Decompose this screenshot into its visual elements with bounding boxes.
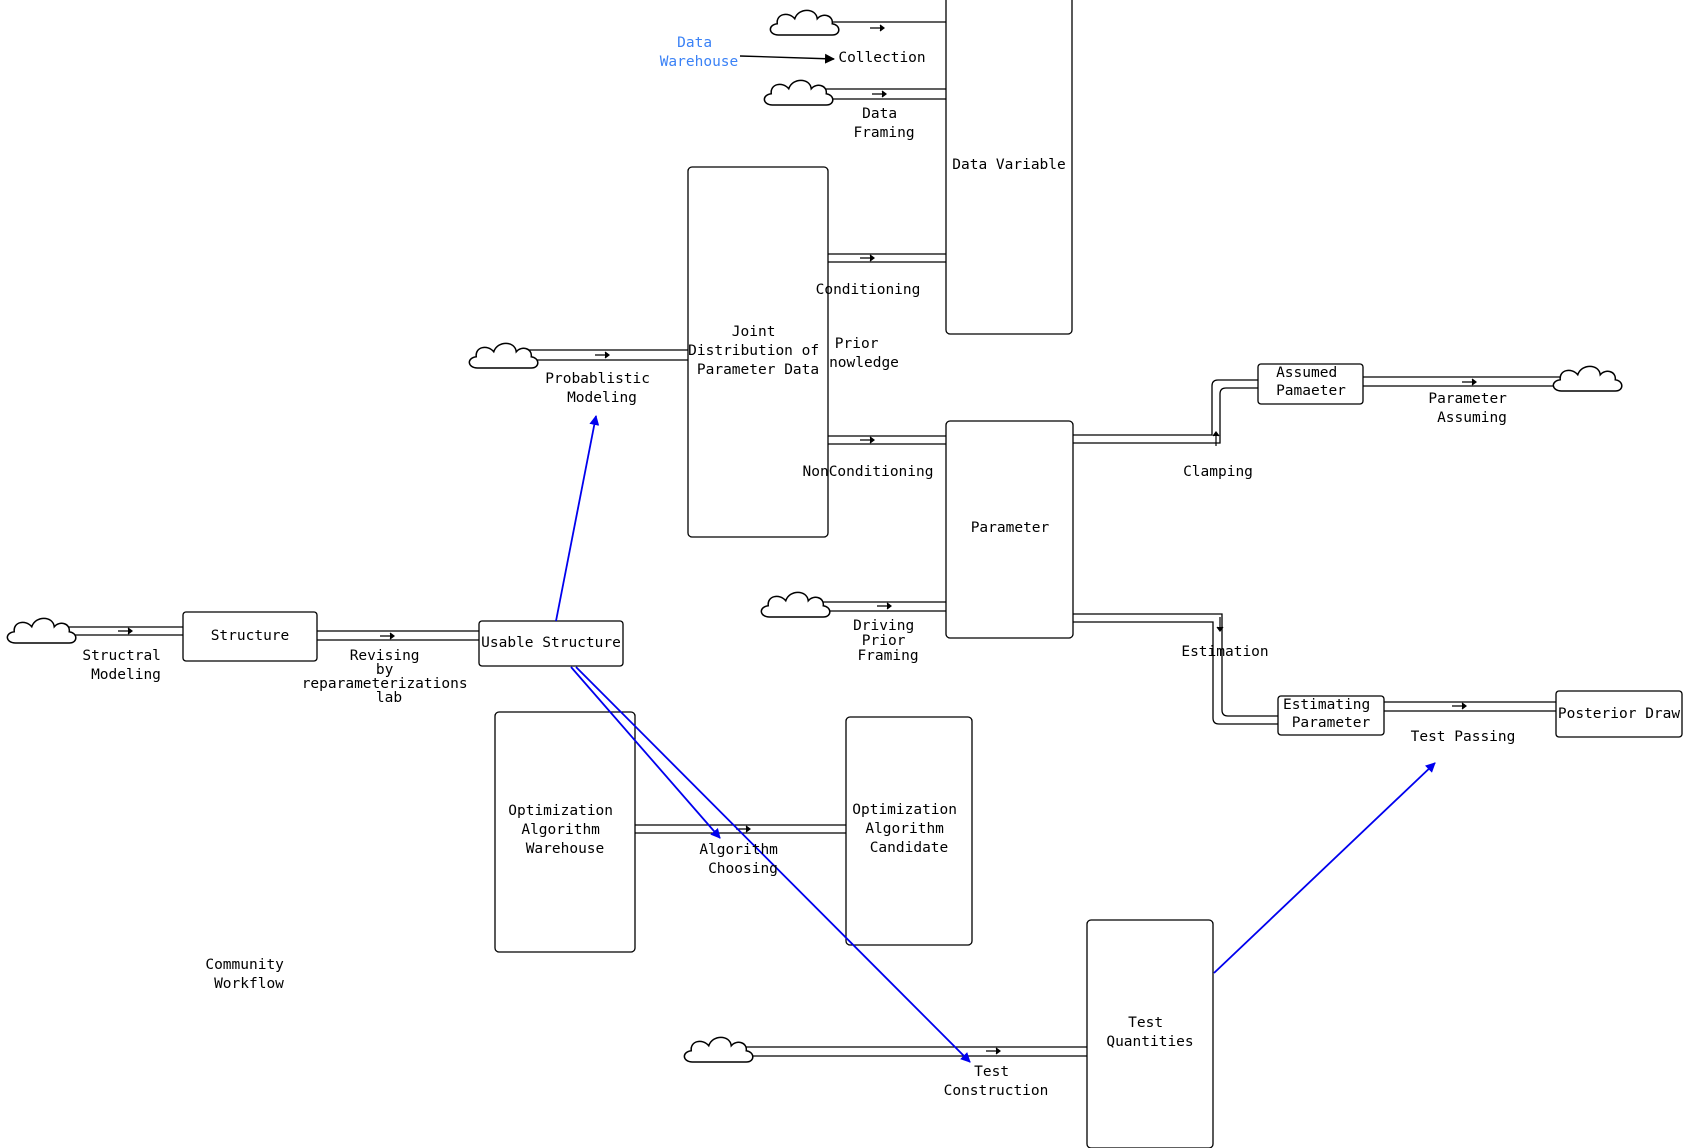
cloud-icon — [683, 1036, 754, 1063]
cloud-icon — [6, 617, 77, 644]
optimization-warehouse-label: Optimization Algorithm Warehouse — [508, 803, 622, 857]
cloud-icon — [1552, 365, 1623, 392]
data-framing-label: Data Framing — [853, 106, 914, 141]
structure-label: Structure — [211, 628, 290, 644]
link-test-quantities-to-test-passing[interactable] — [1213, 762, 1436, 974]
test-passing-label: Test Passing — [1411, 729, 1516, 745]
non-conditioning-label: NonConditioning — [803, 464, 934, 480]
revising-label: Revising by reparameterizations lab — [302, 648, 477, 706]
data-warehouse-note: Data Warehouse — [660, 35, 739, 70]
algorithm-choosing-label: Algorithm Choosing — [699, 842, 786, 877]
link-usable-to-test-construction[interactable] — [575, 666, 971, 1063]
posterior-draw-label: Posterior Draw — [1558, 706, 1680, 722]
stock-estimating-parameter[interactable] — [1277, 695, 1385, 736]
flow-labels: Structral Modeling Revising by reparamet… — [82, 50, 1515, 1099]
cloud-icon — [760, 591, 831, 618]
optimization-candidate-label: Optimization Algorithm Candidate — [852, 802, 966, 856]
cloud-icon — [769, 9, 840, 36]
stock-labels: Structure Usable Structure Joint Distrib… — [211, 157, 1681, 1050]
parameter-assuming-label: Parameter Assuming — [1428, 391, 1515, 426]
estimation-label: Estimation — [1181, 644, 1268, 660]
clamping-label: Clamping — [1183, 464, 1253, 480]
usable-structure-label: Usable Structure — [481, 635, 621, 651]
stock-data-variable[interactable] — [945, 0, 1073, 335]
structral-modeling-label: Structral Modeling — [82, 648, 169, 683]
cloud-icon — [468, 342, 539, 369]
stock-structure[interactable] — [182, 611, 318, 662]
stock-posterior-draw[interactable] — [1555, 690, 1683, 738]
prior-knowledge-label: Prior nowledge — [829, 336, 899, 371]
data-variable-label: Data Variable — [952, 157, 1066, 173]
notes: Data Warehouse Community Workflow — [205, 35, 738, 992]
estimating-parameter-label: Estimating Parameter — [1283, 697, 1379, 731]
flow-pipes — [62, 21, 1570, 1057]
causal-links — [555, 415, 1436, 1063]
stock-parameter[interactable] — [945, 420, 1074, 639]
stock-assumed-parameter[interactable] — [1257, 363, 1364, 405]
stock-joint-distribution[interactable] — [687, 166, 829, 538]
joint-distribution-label: Joint Distribution of Parameter Data — [688, 324, 828, 378]
test-quantities-label: Test Quantities — [1106, 1015, 1193, 1050]
stock-optimization-candidate[interactable] — [845, 716, 973, 946]
stock-usable-structure[interactable] — [478, 620, 624, 667]
community-workflow-note: Community Workflow — [205, 957, 292, 992]
stock-optimization-warehouse[interactable] — [494, 711, 636, 953]
link-usable-to-probablistic[interactable] — [555, 415, 600, 622]
cloud-icon — [763, 79, 834, 106]
collection-label: Collection — [838, 50, 925, 66]
conditioning-label: Conditioning — [816, 282, 921, 298]
link-data-warehouse-to-collection — [739, 53, 835, 64]
stocks — [182, 0, 1683, 1148]
parameter-label: Parameter — [971, 520, 1050, 536]
stock-test-quantities[interactable] — [1086, 919, 1214, 1148]
link-usable-to-algorithm-choosing[interactable] — [570, 666, 721, 839]
driving-prior-framing-label: Driving Prior Framing — [853, 618, 923, 664]
assumed-parameter-label: Assumed Pamaeter — [1276, 365, 1346, 399]
test-construction-label: Test Construction — [944, 1064, 1049, 1099]
probablistic-modeling-label: Probablistic Modeling — [545, 371, 659, 406]
